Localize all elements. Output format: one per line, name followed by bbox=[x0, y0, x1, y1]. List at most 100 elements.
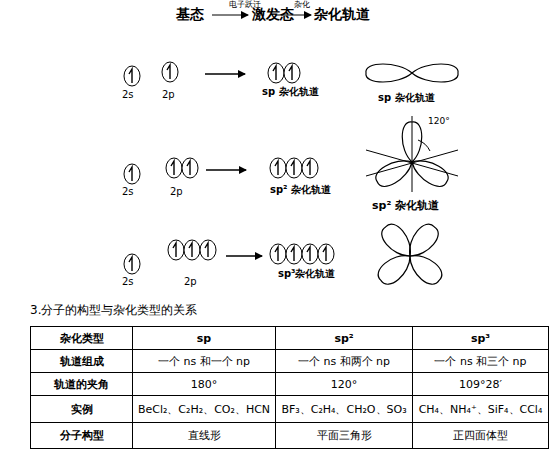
cell-text: 109°28′ bbox=[459, 378, 502, 391]
orbital-lobe bbox=[412, 64, 458, 82]
table-cell: 一个 ns 和两个 np bbox=[276, 350, 413, 373]
process-arrow bbox=[212, 15, 248, 16]
cell-text: 平面三角形 bbox=[317, 429, 372, 442]
table-cell: sp bbox=[133, 327, 276, 350]
angle-arc bbox=[418, 140, 430, 151]
cell-text: 一个 ns 和两个 np bbox=[298, 355, 390, 368]
table-cell: sp³ bbox=[413, 327, 549, 350]
table-cell: 平面三角形 bbox=[276, 423, 413, 449]
orbital-label: sp 杂化轨道 bbox=[262, 86, 319, 98]
cell-text: 一个 ns 和一个 np bbox=[158, 355, 250, 368]
orbital-label: 2p bbox=[170, 186, 183, 198]
orbital-circle bbox=[184, 240, 200, 260]
table-cell: 轨道的夹角 bbox=[31, 373, 133, 396]
axis-line bbox=[412, 116, 413, 192]
electron-arrow bbox=[307, 247, 310, 261]
electron-arrow bbox=[289, 66, 292, 80]
orbital-lobe bbox=[378, 256, 410, 285]
electron-arrow bbox=[323, 247, 326, 261]
electron-arrow bbox=[273, 66, 276, 80]
table-cell: CH₄、NH₄⁺、SiF₄、CCl₄ bbox=[413, 396, 549, 423]
table-cell: 一个 ns 和一个 np bbox=[133, 350, 276, 373]
orbital-circle bbox=[318, 244, 334, 264]
cell-text: 120° bbox=[331, 378, 358, 391]
table-cell: 分子构型 bbox=[31, 423, 133, 449]
orbital-circle bbox=[286, 244, 302, 264]
orbital-lobe bbox=[382, 224, 411, 256]
orbital-label: 2s bbox=[122, 89, 134, 101]
electron-arrow bbox=[291, 247, 294, 261]
orbital-circle bbox=[200, 240, 216, 260]
table-row: 实例 BeCl₂、C₂H₂、CO₂、HCN BF₃、C₂H₄、CH₂O、SO₃CH₄… bbox=[31, 396, 549, 423]
table-row: 轨道的夹角 180° 120° 109°28′ bbox=[31, 373, 549, 396]
table-cell: 杂化类型 bbox=[31, 327, 133, 350]
orbital-circle bbox=[268, 63, 284, 83]
electron-arrow bbox=[205, 243, 208, 257]
orbital-circle bbox=[168, 240, 184, 260]
cell-text: 180° bbox=[191, 378, 218, 391]
cell-text: 正四面体型 bbox=[453, 429, 508, 442]
electron-arrow bbox=[173, 243, 176, 257]
process-arrow bbox=[226, 255, 262, 257]
electron-arrow bbox=[129, 69, 132, 83]
orbital-label: sp² 杂化轨道 bbox=[270, 184, 331, 196]
orbital-label: sp² 杂化轨道 bbox=[372, 200, 439, 213]
arrow-label: 杂化 bbox=[294, 0, 310, 9]
cell-text: sp bbox=[197, 332, 211, 345]
table-cell: 轨道组成 bbox=[31, 350, 133, 373]
orbital-circle bbox=[162, 62, 178, 82]
electron-arrow bbox=[275, 247, 278, 261]
electron-arrow bbox=[291, 161, 294, 175]
orbital-circle bbox=[166, 158, 182, 178]
process-arrow bbox=[205, 73, 245, 75]
state-label: 激发态 bbox=[252, 6, 294, 22]
section-heading: 3.分子的构型与杂化类型的关系 bbox=[30, 304, 197, 318]
orbital-label: 2p bbox=[184, 276, 197, 288]
state-label: 基态 bbox=[176, 6, 204, 22]
table-cell: 109°28′ bbox=[413, 373, 549, 396]
orbital-circle bbox=[286, 158, 302, 178]
orbital-circle bbox=[302, 158, 318, 178]
table-row: 轨道组成 一个 ns 和一个 np 一个 ns 和两个 np 一个 ns 和三个 np bbox=[31, 350, 549, 373]
table-cell: 直线形 bbox=[133, 423, 276, 449]
electron-arrow bbox=[129, 257, 132, 271]
cell-text: sp³ bbox=[471, 332, 490, 345]
table-row: 杂化类型 sp sp² sp³ bbox=[31, 327, 549, 350]
table-cell: BF₃、C₂H₄、CH₂O、SO₃ bbox=[276, 396, 413, 423]
table-cell: sp² bbox=[276, 327, 413, 350]
electron-arrow bbox=[129, 167, 132, 181]
cell-text: 一个 ns 和三个 np bbox=[434, 355, 526, 368]
cell-text: 杂化类型 bbox=[60, 332, 104, 345]
table-cell: 180° bbox=[133, 373, 276, 396]
electron-arrow bbox=[189, 243, 192, 257]
orbital-circle bbox=[124, 254, 140, 274]
table-cell: 实例 bbox=[31, 396, 133, 423]
orbital-circle bbox=[124, 66, 140, 86]
cell-text: BeCl₂、C₂H₂、CO₂、HCN bbox=[138, 403, 270, 416]
hybridization-table: 杂化类型 sp sp² sp³ 轨道组成 一个 ns 和一个 np 一个 ns 和两个 np… bbox=[30, 326, 549, 449]
electron-arrow bbox=[167, 65, 170, 79]
cell-text: sp² bbox=[334, 332, 353, 345]
electron-arrow bbox=[275, 161, 278, 175]
orbital-label: 2s bbox=[122, 276, 134, 288]
electron-arrow bbox=[307, 161, 310, 175]
process-arrow bbox=[206, 169, 246, 171]
orbital-label: 2p bbox=[162, 89, 175, 101]
orbital-lobe bbox=[410, 224, 439, 256]
orbital-circle bbox=[270, 244, 286, 264]
orbital-label: sp 杂化轨道 bbox=[378, 92, 435, 104]
state-label: 杂化轨道 bbox=[314, 6, 370, 22]
cell-text: 直线形 bbox=[188, 429, 221, 442]
angle-label: 120° bbox=[428, 116, 450, 126]
table-cell: BeCl₂、C₂H₂、CO₂、HCN bbox=[133, 396, 276, 423]
table-cell: 120° bbox=[276, 373, 413, 396]
electron-arrow bbox=[187, 161, 190, 175]
table-cell: 一个 ns 和三个 np bbox=[413, 350, 549, 373]
orbital-circle bbox=[302, 244, 318, 264]
electron-arrow bbox=[171, 161, 174, 175]
table-cell: 正四面体型 bbox=[413, 423, 549, 449]
cell-text: 轨道的夹角 bbox=[54, 378, 109, 391]
orbital-circle bbox=[270, 158, 286, 178]
cell-text: 分子构型 bbox=[60, 429, 104, 442]
table-row: 分子构型 直线形 平面三角形 正四面体型 bbox=[31, 423, 549, 449]
